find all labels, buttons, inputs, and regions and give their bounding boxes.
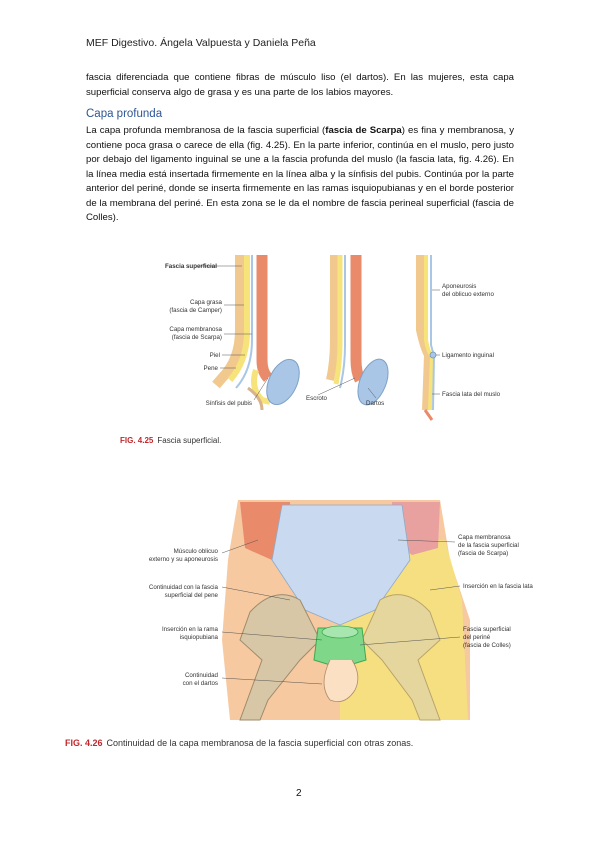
label-pene: Pene: [204, 365, 219, 372]
label-fascia-lata: Fascia lata del muslo: [442, 391, 501, 398]
label-musculo-1: Músculo oblicuo: [174, 548, 219, 555]
label-insercion-lata: Inserción en la fascia lata: [463, 583, 533, 590]
label-fascia-superficial: Fascia superficial: [165, 263, 217, 270]
label-fascia-perine-3: (fascia de Colles): [463, 642, 511, 649]
label-continuidad-dartos-1: Continuidad: [185, 672, 219, 679]
label-aponeurosis-2: del oblicuo externo: [442, 291, 494, 298]
label-aponeurosis-1: Aponeurosis: [442, 283, 476, 290]
label-capa-membranosa-f2-3: (fascia de Scarpa): [458, 550, 508, 557]
label-capa-grasa-1: Capa grasa: [190, 299, 223, 306]
label-capa-grasa-2: (fascia de Camper): [169, 307, 222, 314]
paragraph-2: La capa profunda membranosa de la fascia…: [86, 124, 514, 226]
label-musculo-2: externo y su aponeurosis: [149, 556, 218, 563]
label-capa-membranosa-f2-2: de la fascia superficial: [458, 542, 519, 549]
caption-fig-4-25-text: Fascia superficial.: [157, 436, 222, 445]
caption-fig-4-25-number: FIG. 4.25: [120, 436, 154, 445]
page-header: MEF Digestivo. Ángela Valpuesta y Daniel…: [86, 37, 316, 49]
subheading-capa-profunda: Capa profunda: [86, 108, 163, 120]
paragraph-1: fascia diferenciada que contiene fibras …: [86, 72, 514, 98]
label-piel: Piel: [210, 352, 220, 359]
paragraph-2-part1: La capa profunda membranosa de la fascia…: [86, 125, 326, 136]
label-continuidad-pene-2: superficial del pene: [165, 592, 219, 599]
paragraph-2-bold: fascia de Scarpa: [325, 125, 402, 136]
figure-4-26-illustration: [222, 500, 470, 721]
label-escroto: Escroto: [306, 395, 328, 402]
label-fascia-perine-2: del periné: [463, 634, 491, 641]
label-capa-membranosa-2: (fascia de Scarpa): [172, 334, 222, 341]
caption-fig-4-26-number: FIG. 4.26: [65, 738, 103, 748]
label-capa-membranosa-1: Capa membranosa: [169, 326, 222, 333]
label-dartos: Dartos: [366, 400, 384, 407]
label-sinfisis: Sínfisis del pubis: [206, 400, 252, 407]
page-number: 2: [296, 788, 302, 799]
label-insercion-rama-1: Inserción en la rama: [162, 626, 219, 633]
label-fascia-perine-1: Fascia superficial: [463, 626, 511, 633]
label-continuidad-pene-1: Continuidad con la fascia: [149, 584, 219, 591]
label-continuidad-dartos-2: con el dartos: [183, 680, 218, 687]
figure-4-25-illustration: [212, 255, 437, 421]
label-insercion-rama-2: isquiopubiana: [180, 634, 219, 641]
label-capa-membranosa-f2-1: Capa membranosa: [458, 534, 511, 541]
paragraph-2-part2: ) es fina y membranosa, y contiene poca …: [86, 125, 515, 223]
label-ligamento: Ligamento inguinal: [442, 352, 494, 359]
caption-fig-4-26-text: Continuidad de la capa membranosa de la …: [106, 738, 414, 748]
